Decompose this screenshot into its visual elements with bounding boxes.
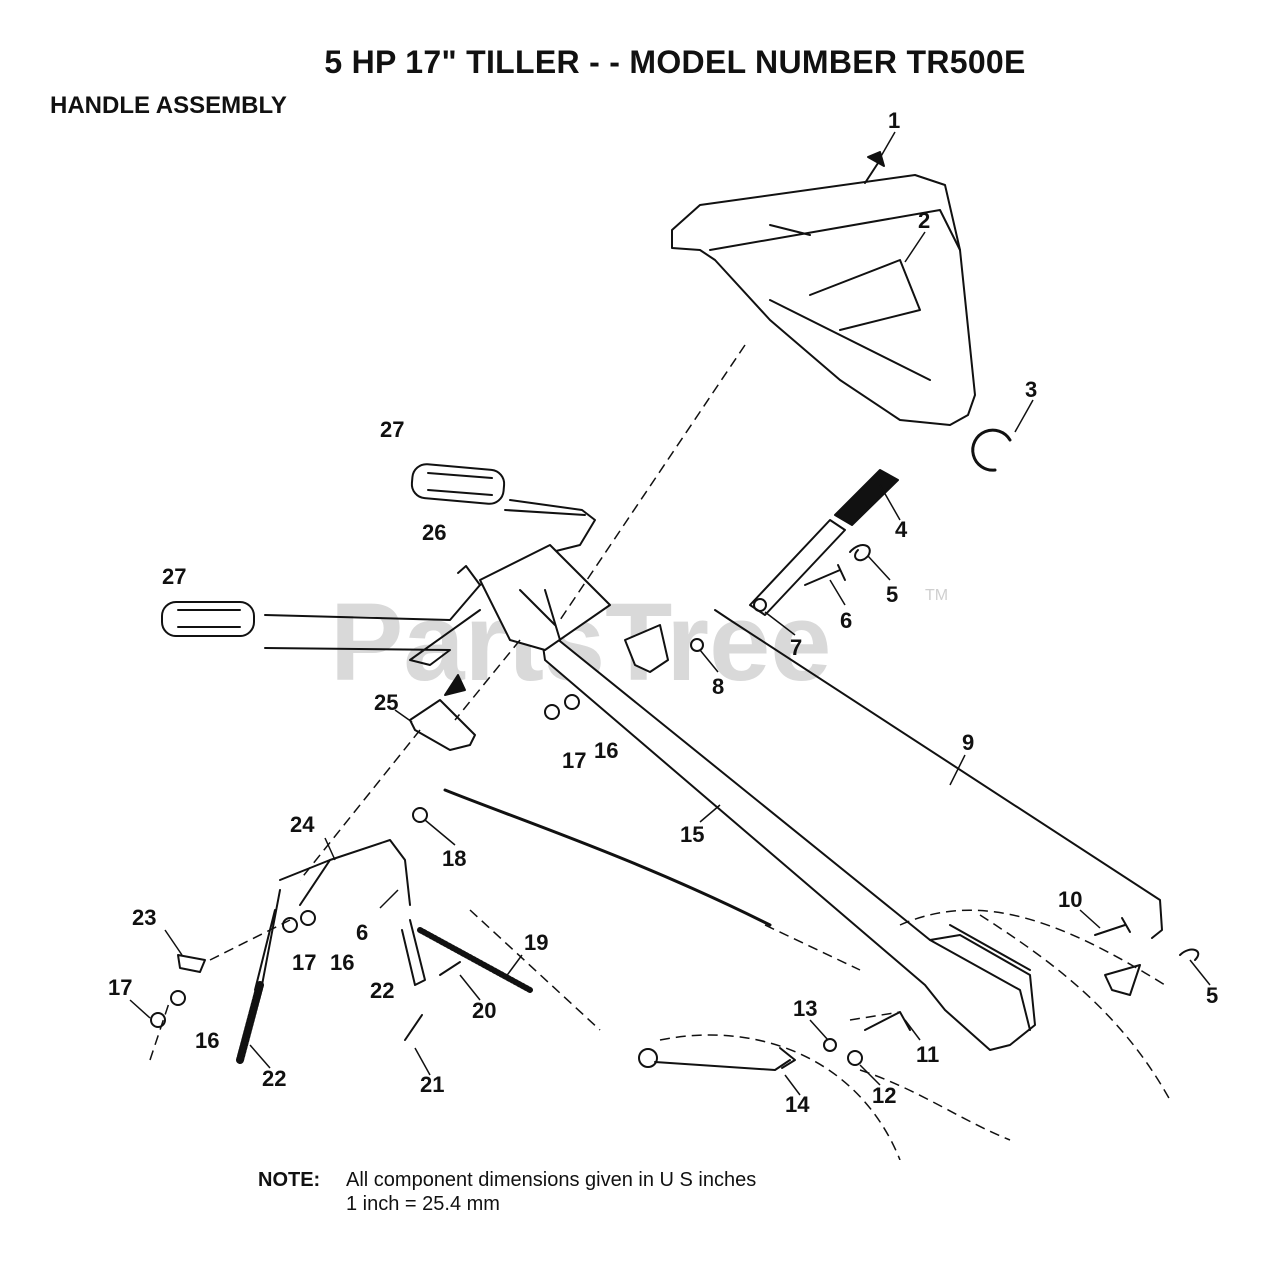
- section-title: HANDLE ASSEMBLY: [50, 92, 287, 119]
- grip-upper-part: [410, 463, 506, 505]
- washer-8-part: [690, 638, 704, 652]
- callout-27a: 27: [380, 417, 404, 442]
- callout-labels: 1 2 3 4 5 6 7 8 9 27 26 27 25 17 16 15 1…: [108, 108, 1218, 1117]
- callout-14: 14: [785, 1092, 810, 1117]
- screw-1-part: [864, 151, 885, 184]
- callout-24: 24: [290, 812, 315, 837]
- retaining-ring-part: [971, 428, 1012, 472]
- callout-17a: 17: [562, 748, 586, 773]
- bolt-26-part: [457, 565, 481, 586]
- page-title: 5 HP 17" TILLER - - MODEL NUMBER TR500E: [324, 44, 1026, 80]
- note-line-1: All component dimensions given in U S in…: [346, 1169, 757, 1191]
- bolt-6-part: [804, 564, 846, 586]
- note-line-2: 1 inch = 25.4 mm: [346, 1193, 500, 1215]
- callout-11: 11: [916, 1042, 939, 1067]
- callout-23: 23: [132, 905, 156, 930]
- washer-16-part: [564, 694, 580, 710]
- callout-19: 19: [524, 930, 548, 955]
- bolt-21-part: [404, 1014, 423, 1041]
- spring-19-part: [417, 927, 533, 993]
- note-label: NOTE:: [258, 1169, 321, 1191]
- callout-18: 18: [442, 846, 466, 871]
- parts-diagram: PartsTree TM: [108, 108, 1218, 1160]
- callout-22b: 22: [262, 1066, 286, 1091]
- callout-16a: 16: [594, 738, 618, 763]
- callout-12: 12: [872, 1083, 896, 1108]
- callout-16b: 16: [330, 950, 354, 975]
- nut-18-part: [412, 807, 428, 823]
- bracket-5b-part: [1104, 964, 1141, 996]
- nut-17c-part: [150, 1012, 166, 1028]
- grip-left-part: [161, 601, 255, 637]
- washer-16c-part: [170, 990, 186, 1006]
- callout-22a: 22: [370, 978, 394, 1003]
- callout-17b: 17: [292, 950, 316, 975]
- callout-26: 26: [422, 520, 446, 545]
- callout-6b: 6: [356, 920, 368, 945]
- clip-5-part: [849, 544, 871, 562]
- clip-23-part: [177, 954, 206, 973]
- watermark-tm: TM: [925, 587, 948, 604]
- callout-9: 9: [962, 730, 974, 755]
- shift-rod-part: [714, 609, 1163, 939]
- control-cable-part: [443, 788, 772, 927]
- dashed-reference-lines: [149, 344, 1171, 1160]
- callout-16c: 16: [195, 1028, 219, 1053]
- callout-6: 6: [840, 608, 852, 633]
- clutch-lever-part: [254, 839, 411, 991]
- console-cover-part: [671, 174, 976, 426]
- washer-16b-part: [300, 910, 316, 926]
- callout-8: 8: [712, 674, 724, 699]
- callout-1: 1: [888, 108, 900, 133]
- spring-22-part: [236, 981, 264, 1064]
- clip-5b-part: [1179, 948, 1200, 961]
- callout-7: 7: [790, 635, 802, 660]
- callout-17c: 17: [108, 975, 132, 1000]
- handlebar-part: [264, 499, 611, 666]
- bolt-10-part: [1094, 917, 1131, 936]
- callout-25: 25: [374, 690, 398, 715]
- callout-5b: 5: [1206, 983, 1218, 1008]
- callout-5: 5: [886, 582, 898, 607]
- callout-leaders: [129, 131, 1211, 1096]
- handle-tube-part: [539, 624, 1036, 1051]
- shift-bracket-part: [624, 624, 669, 673]
- rod-22-part: [401, 919, 426, 986]
- dimension-note: NOTE: All component dimensions given in U…: [258, 1168, 756, 1216]
- callout-15: 15: [680, 822, 704, 847]
- nut-17b-part: [282, 917, 298, 933]
- callout-4: 4: [895, 517, 908, 542]
- nut-12-part: [847, 1050, 863, 1066]
- callout-3: 3: [1025, 377, 1037, 402]
- callout-10: 10: [1058, 887, 1082, 912]
- clutch-control-part: [409, 674, 476, 751]
- shift-lever-part: [749, 469, 899, 616]
- washer-13-part: [823, 1038, 837, 1052]
- callout-27b: 27: [162, 564, 186, 589]
- callout-21: 21: [420, 1072, 444, 1097]
- nut-17-part: [544, 704, 560, 720]
- bolt-20-part: [439, 961, 461, 976]
- callout-13: 13: [793, 996, 817, 1021]
- depth-lever-part: [638, 1047, 796, 1071]
- callout-2: 2: [918, 208, 930, 233]
- callout-20: 20: [472, 998, 496, 1023]
